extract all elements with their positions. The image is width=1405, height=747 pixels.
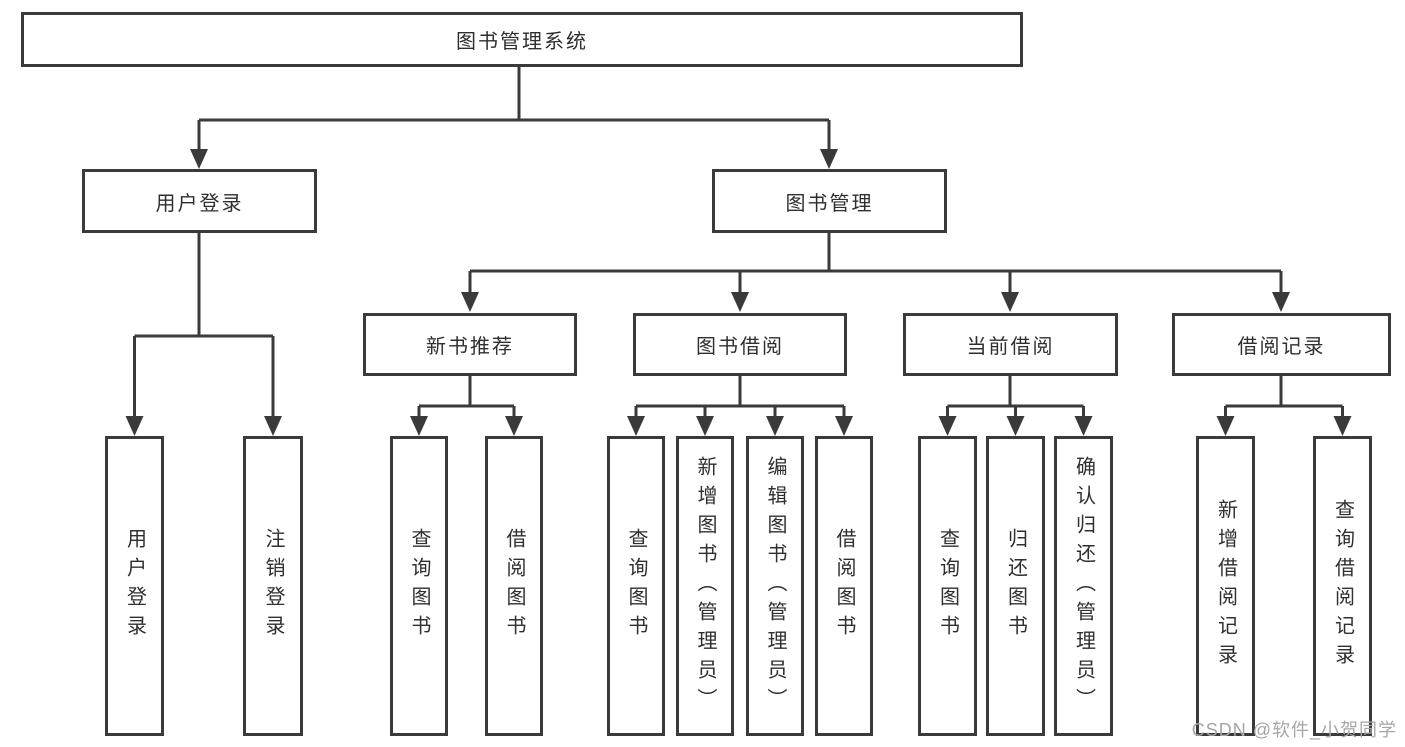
- arrowhead: [410, 416, 428, 436]
- arrowhead: [1074, 416, 1093, 436]
- leaf-add-borrow-record-label: 新增借阅记录: [1214, 499, 1237, 673]
- arrowhead: [731, 292, 749, 312]
- arrowhead: [938, 416, 957, 436]
- leaf-edit-books-admin: 编辑图书（管理员）: [746, 436, 804, 736]
- leaf-query-borrow-record-label: 查询借阅记录: [1331, 499, 1354, 673]
- node-user-login: 用户登录: [82, 169, 317, 233]
- node-book-borrowing: 图书借阅: [633, 313, 847, 376]
- leaf-add-borrow-record: 新增借阅记录: [1196, 436, 1255, 736]
- leaf-query-books-current-label: 查询图书: [936, 528, 959, 644]
- arrowhead: [1001, 292, 1019, 312]
- leaf-logout-label: 注销登录: [262, 528, 284, 644]
- leaf-query-books-recommend-label: 查询图书: [408, 528, 430, 644]
- leaf-edit-books-admin-label: 编辑图书（管理员）: [764, 455, 786, 717]
- leaf-return-books-label: 归还图书: [1004, 528, 1027, 644]
- leaf-borrow-books-recommend: 借阅图书: [485, 436, 543, 736]
- leaf-query-books-recommend: 查询图书: [390, 436, 448, 736]
- arrowhead: [1216, 416, 1235, 436]
- leaf-logout: 注销登录: [243, 436, 303, 736]
- leaf-borrow-books: 借阅图书: [815, 436, 873, 736]
- node-current-borrowing: 当前借阅: [903, 313, 1118, 376]
- node-root-library-system: 图书管理系统: [21, 12, 1023, 67]
- leaf-confirm-return-admin-label: 确认归还（管理员）: [1072, 455, 1095, 717]
- leaf-return-books: 归还图书: [986, 436, 1045, 736]
- node-book-borrowing-label: 图书借阅: [696, 336, 784, 358]
- arrowhead: [1006, 416, 1025, 436]
- node-new-book-recommend-label: 新书推荐: [426, 336, 514, 358]
- arrowhead: [505, 416, 523, 436]
- node-borrowing-records-label: 借阅记录: [1237, 336, 1326, 358]
- leaf-user-login-label: 用户登录: [123, 528, 146, 644]
- arrowhead: [627, 416, 645, 436]
- node-borrowing-records: 借阅记录: [1172, 313, 1391, 376]
- leaf-query-books-borrowing-label: 查询图书: [625, 528, 647, 644]
- arrowhead: [696, 416, 714, 436]
- arrowhead: [264, 416, 282, 436]
- leaf-borrow-books-recommend-label: 借阅图书: [503, 528, 525, 644]
- leaf-add-books-admin-label: 新增图书（管理员）: [694, 455, 716, 717]
- arrowhead: [190, 149, 208, 169]
- arrowhead: [835, 416, 853, 436]
- arrowhead: [1272, 292, 1290, 312]
- leaf-confirm-return-admin: 确认归还（管理员）: [1054, 436, 1113, 736]
- leaf-query-borrow-record: 查询借阅记录: [1313, 436, 1372, 736]
- arrowhead: [820, 149, 838, 169]
- arrowhead: [461, 292, 479, 312]
- node-book-management-label: 图书管理: [785, 192, 874, 215]
- node-current-borrowing-label: 当前借阅: [966, 336, 1055, 358]
- arrowhead: [1333, 416, 1352, 436]
- node-user-login-label: 用户登录: [155, 192, 244, 215]
- node-book-management: 图书管理: [712, 169, 947, 233]
- leaf-query-books-current: 查询图书: [918, 436, 977, 736]
- leaf-user-login: 用户登录: [105, 436, 164, 736]
- node-root-label: 图书管理系统: [456, 31, 588, 53]
- csdn-watermark: CSDN @软件_小贺同学: [1191, 720, 1397, 740]
- node-new-book-recommend: 新书推荐: [363, 313, 577, 376]
- leaf-borrow-books-label: 借阅图书: [833, 528, 855, 644]
- leaf-add-books-admin: 新增图书（管理员）: [676, 436, 734, 736]
- arrowhead: [766, 416, 784, 436]
- arrowhead: [125, 416, 144, 436]
- leaf-query-books-borrowing: 查询图书: [607, 436, 665, 736]
